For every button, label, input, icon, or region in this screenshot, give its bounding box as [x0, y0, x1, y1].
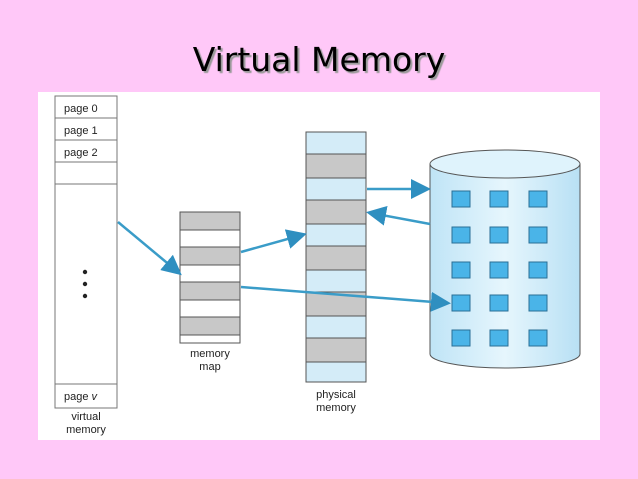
disk-block	[451, 261, 471, 279]
page-1-label: page 1	[64, 125, 98, 137]
disk-block	[489, 190, 509, 208]
disk-block	[451, 294, 471, 312]
disk-block	[489, 261, 509, 279]
virtual-memory-label-2: memory	[66, 424, 106, 436]
virtual-memory-label: virtual	[71, 411, 100, 423]
page-v-cell	[54, 383, 118, 409]
disk-block	[528, 190, 548, 208]
disk-block	[528, 226, 548, 244]
disk-top	[429, 149, 581, 179]
disk-cylinder	[429, 149, 581, 369]
physical-memory-label: physical	[316, 389, 356, 401]
disk-block	[451, 190, 471, 208]
arrow-virtual-to-map	[117, 221, 182, 276]
disk-block	[451, 226, 471, 244]
ellipsis-dot	[82, 293, 88, 299]
memory-map: memory map	[179, 211, 241, 373]
arrow-map-to-disk	[240, 285, 451, 312]
ellipsis-dot	[82, 269, 88, 275]
slide-title: Virtual Memory	[192, 40, 446, 79]
mapping-arrows	[117, 179, 451, 312]
physical-memory-label-2: memory	[316, 402, 356, 414]
disk-block	[528, 329, 548, 347]
ellipsis-dot	[82, 281, 88, 287]
arrow-map-to-physical	[240, 229, 307, 254]
disk-block	[489, 226, 509, 244]
page-0-label: page 0	[64, 103, 98, 115]
physical-memory-column: physical memory	[305, 131, 367, 414]
disk-block	[489, 294, 509, 312]
disk-block	[489, 329, 509, 347]
virtual-memory-diagram: page 0 page 1 page 2 page v virtual memo…	[54, 95, 581, 436]
diagram-panel: page 0 page 1 page 2 page v virtual memo…	[38, 92, 600, 440]
memory-map-label: memory	[190, 348, 230, 360]
disk-block	[528, 261, 548, 279]
page-v-label: page v	[64, 391, 99, 403]
memory-map-label-2: map	[199, 361, 220, 373]
disk-block	[451, 329, 471, 347]
disk-block	[528, 294, 548, 312]
page-2-label: page 2	[64, 147, 98, 159]
arrow-disk-to-physical	[366, 205, 431, 226]
virtual-memory-column: page 0 page 1 page 2 page v virtual memo…	[54, 95, 118, 436]
